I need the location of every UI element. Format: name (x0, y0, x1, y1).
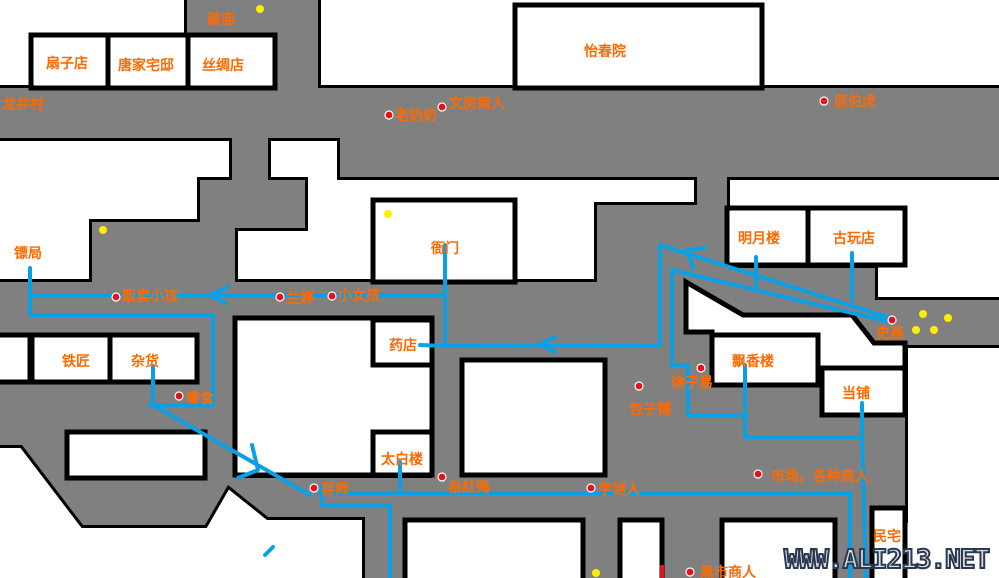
label-bun-shop: 包子铺 (629, 401, 671, 418)
npc-markers (111, 96, 897, 578)
npc-labels: 老奶奶 文房商人 唐伯虎 贩卖小孩 兰婷 小女孩 零食 史燕 徐子易 易师 秦红… (122, 93, 904, 578)
building-silk-shop (185, 32, 278, 91)
label-grocery: 杂货 (131, 353, 159, 370)
label-broken-temple: 破庙 (207, 11, 235, 28)
building-west-edge (0, 332, 33, 385)
npc-dot[interactable] (309, 483, 319, 493)
label-pharmacy: 药店 (389, 337, 417, 354)
npc-dot[interactable] (111, 292, 121, 302)
label-snacks: 零食 (185, 390, 215, 407)
label-tang-mansion: 唐家宅邸 (118, 57, 174, 74)
npc-dot[interactable] (174, 391, 184, 401)
label-little-girl: 小女孩 (338, 287, 380, 304)
npc-dot[interactable] (634, 381, 644, 391)
item-dot[interactable] (99, 226, 107, 234)
building-yichun-court (512, 2, 765, 91)
npc-dot[interactable] (685, 567, 695, 577)
building-blacksmith (29, 332, 113, 385)
route-lines (28, 243, 892, 578)
building-lower-block (64, 429, 208, 481)
label-yichun-court: 怡春院 (584, 43, 626, 60)
label-riddle-man: 字谜人 (598, 481, 641, 498)
npc-dot[interactable] (384, 110, 394, 120)
building-east-block (459, 357, 608, 478)
building-south-2 (617, 517, 665, 578)
label-master: 易师 (321, 481, 349, 498)
item-dot[interactable] (919, 310, 927, 318)
npc-dot[interactable] (696, 363, 706, 373)
label-yamen: 衙门 (430, 240, 459, 257)
npc-dot[interactable] (327, 291, 337, 301)
npc-dot[interactable] (437, 102, 447, 112)
item-dot[interactable] (256, 5, 264, 13)
item-dot[interactable] (384, 210, 392, 218)
label-piaoxiang-tower: 飘香楼 (732, 353, 774, 370)
label-stationery-merchant: 文房商人 (449, 95, 506, 112)
label-qin-hongshang: 秦红殇 (447, 479, 490, 496)
building-pharmacy (370, 317, 435, 368)
building-residence (869, 505, 908, 578)
label-silk-shop: 丝绸店 (202, 57, 244, 74)
building-piaoxiang-tower (709, 332, 821, 388)
item-dot[interactable] (944, 314, 952, 322)
label-blacksmith: 铁匠 (62, 353, 90, 370)
label-black-market: 黑市商人 (700, 564, 757, 578)
label-pawnshop: 当铺 (842, 385, 870, 402)
label-escort-agency: 镖局 (14, 246, 42, 262)
npc-dot[interactable] (275, 292, 285, 302)
label-tang-bohu: 唐伯虎 (834, 93, 876, 110)
red-marker-bar (660, 565, 664, 578)
building-fan-shop (28, 32, 111, 91)
item-dot[interactable] (592, 569, 600, 577)
place-labels: 破庙 扇子店 唐家宅邸 丝绸店 怡春院 龙井村 衙门 明月楼 古玩店 镖局 药店… (1, 11, 901, 545)
building-taibai-tower (370, 429, 435, 478)
buildings (0, 2, 908, 578)
npc-dot[interactable] (887, 315, 897, 325)
label-longjing-village: 龙井村 (1, 96, 44, 113)
label-mingyue-tower: 明月楼 (738, 230, 780, 247)
npc-dot[interactable] (437, 472, 447, 482)
label-taibai-tower: 太白楼 (381, 451, 423, 468)
npc-dot[interactable] (819, 96, 829, 106)
building-south-1 (402, 517, 586, 578)
label-antique-shop: 古玩店 (833, 230, 875, 247)
label-shi-yan: 史燕 (876, 325, 904, 342)
label-fan-shop: 扇子店 (46, 55, 88, 72)
item-dot[interactable] (912, 326, 920, 334)
building-south-3 (719, 517, 838, 578)
building-antique-shop (805, 205, 908, 268)
label-granny: 老奶奶 (395, 107, 437, 124)
item-markers (99, 5, 952, 577)
label-lanting: 兰婷 (286, 290, 314, 307)
item-dot[interactable] (930, 326, 938, 334)
label-market: 市场，各种商人 (771, 468, 870, 485)
npc-dot[interactable] (586, 483, 596, 493)
npc-dot[interactable] (753, 469, 763, 479)
label-xu-ziyi: 徐子易 (670, 374, 713, 391)
label-residence: 民宅 (873, 528, 901, 545)
label-child-seller: 贩卖小孩 (122, 288, 178, 305)
watermark-logo: WWW.ALI213.NET (784, 545, 989, 575)
